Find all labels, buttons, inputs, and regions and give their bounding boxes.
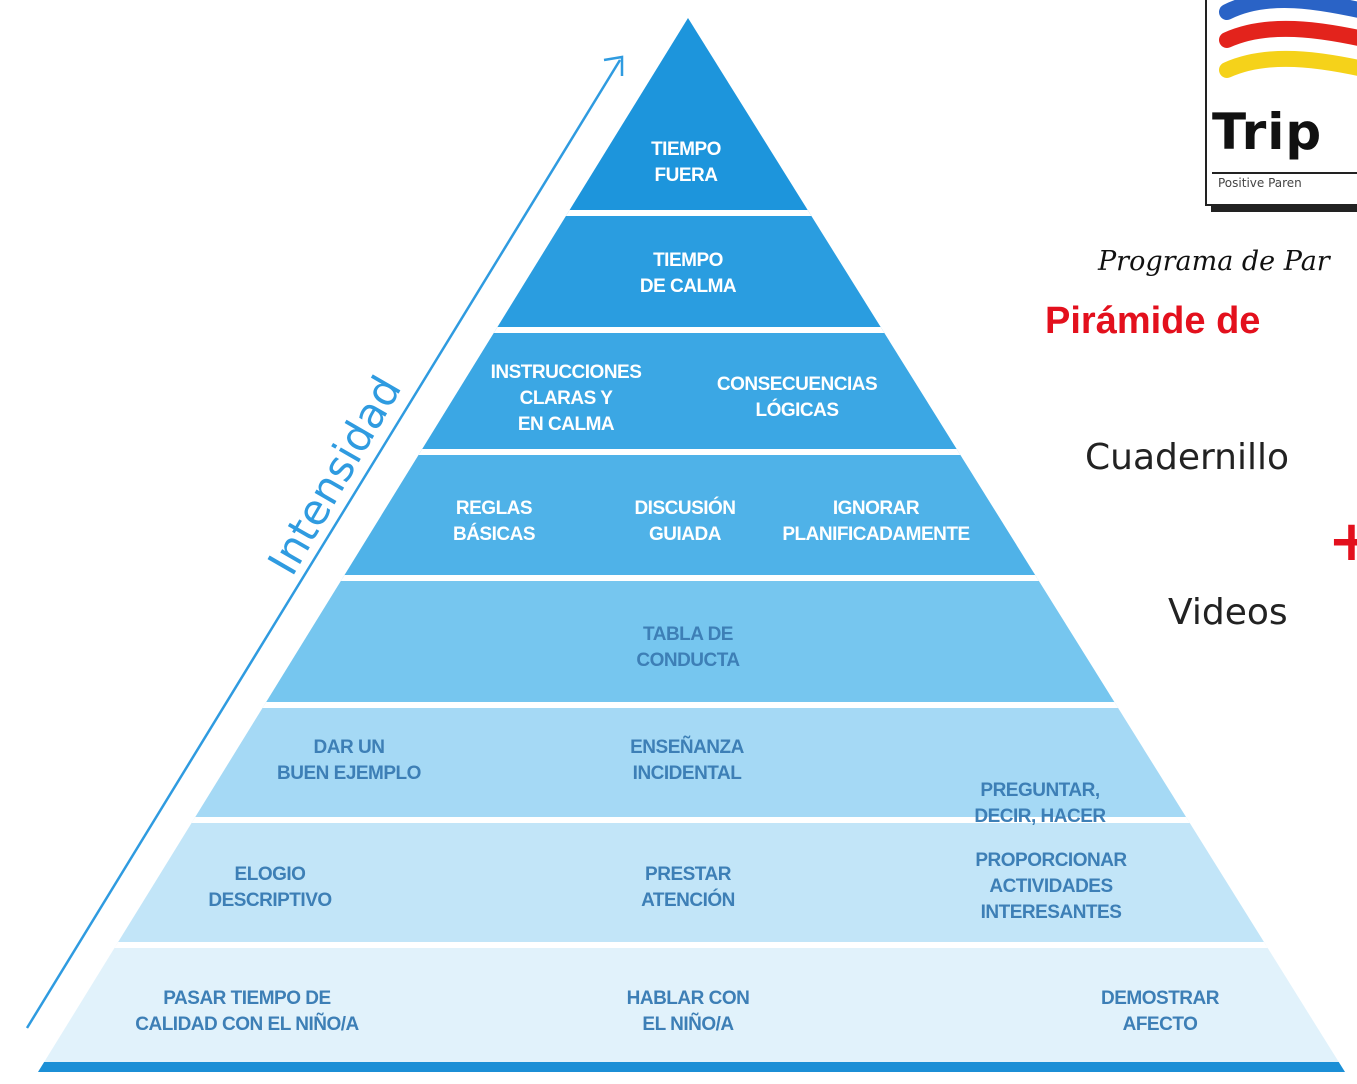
band-separator bbox=[38, 210, 1345, 216]
pyramid-label: TABLA DE CONDUCTA bbox=[636, 624, 740, 671]
pyramid-label-line: DEMOSTRAR bbox=[1101, 988, 1220, 1009]
pyramid-label-line: PASAR TIEMPO DE bbox=[163, 988, 330, 1009]
pyramid-label: PRESTAR ATENCIÓN bbox=[641, 864, 735, 911]
pyramid-label-line: INTERESANTES bbox=[981, 902, 1122, 923]
pyramid-band bbox=[38, 945, 1345, 1072]
pyramid-band bbox=[38, 820, 1345, 945]
pyramid-label: HABLAR CON EL NIÑO/A bbox=[627, 988, 750, 1035]
band-separator bbox=[38, 702, 1345, 708]
band-separator bbox=[38, 942, 1345, 948]
pyramid-label: PREGUNTAR, DECIR, HACER bbox=[974, 780, 1106, 827]
pyramid-label-line: ATENCIÓN bbox=[641, 889, 735, 911]
pyramid-label: ENSEÑANZA INCIDENTAL bbox=[630, 736, 745, 784]
pyramid-label: ELOGIO DESCRIPTIVO bbox=[208, 864, 331, 911]
pyramid-label-line: LÓGICAS bbox=[755, 399, 838, 421]
pyramid-label: INSTRUCCIONES CLARAS Y EN CALMA bbox=[491, 362, 642, 435]
band-separator bbox=[38, 575, 1345, 581]
pyramid-label-line: DESCRIPTIVO bbox=[208, 890, 331, 911]
pyramid-label: PROPORCIONAR ACTIVIDADES INTERESANTES bbox=[975, 850, 1127, 923]
pyramid-label-line: DISCUSIÓN bbox=[634, 497, 735, 519]
band-separator bbox=[38, 817, 1345, 823]
pyramid-label-line: DE CALMA bbox=[640, 276, 737, 297]
pyramid-label-line: GUIADA bbox=[649, 524, 722, 545]
pyramid-band bbox=[38, 330, 1345, 452]
pyramid-label-line: PROPORCIONAR bbox=[975, 850, 1127, 871]
pyramid-label-line: ELOGIO bbox=[235, 864, 306, 885]
pyramid-label: PASAR TIEMPO DE CALIDAD CON EL NIÑO/A bbox=[135, 988, 359, 1035]
pyramid-labels: TIEMPO FUERA TIEMPO DE CALMA INSTRUCCIONES CL… bbox=[135, 139, 1220, 1035]
program-name: Programa de Par bbox=[1098, 246, 1330, 277]
pyramid-label-line: BUEN EJEMPLO bbox=[277, 763, 421, 784]
pyramid-label: TIEMPO DE CALMA bbox=[640, 250, 737, 297]
band-separator bbox=[38, 449, 1345, 455]
pyramid-label: CONSECUENCIAS LÓGICAS bbox=[717, 374, 877, 421]
pyramid-label-line: HABLAR CON bbox=[627, 988, 750, 1009]
pyramid-label-line: TIEMPO bbox=[653, 250, 723, 271]
videos-text: Videos bbox=[1168, 592, 1288, 633]
pyramid-label-line: CALIDAD CON EL NIÑO/A bbox=[135, 1013, 359, 1035]
pyramid-band bbox=[38, 705, 1345, 820]
intensity-arrow-line bbox=[25, 59, 622, 1029]
pyramid-label-line: TABLA DE bbox=[643, 624, 733, 645]
pyramid-label-line: ENSEÑANZA bbox=[630, 736, 745, 758]
pyramid-label-line: BÁSICAS bbox=[453, 523, 535, 545]
pyramid-label-line: PLANIFICADAMENTE bbox=[782, 524, 969, 545]
page-title: Pirámide de bbox=[1045, 300, 1261, 342]
pyramid-label: REGLAS BÁSICAS bbox=[453, 498, 535, 545]
booklet-text: Cuadernillo bbox=[1085, 437, 1290, 478]
pyramid-label-line: FUERA bbox=[655, 165, 719, 186]
pyramid-label-line: IGNORAR bbox=[833, 498, 920, 519]
pyramid-label-line: PRESTAR bbox=[645, 864, 732, 885]
logo-wordmark: Trip bbox=[1212, 103, 1323, 161]
pyramid-label: IGNORAR PLANIFICADAMENTE bbox=[782, 498, 969, 545]
pyramid-label-line: REGLAS bbox=[456, 498, 532, 519]
pyramid-label-line: EL NIÑO/A bbox=[642, 1013, 734, 1035]
pyramid-label-line: INCIDENTAL bbox=[633, 763, 743, 784]
pyramid-label: DEMOSTRAR AFECTO bbox=[1101, 988, 1220, 1035]
band-separator bbox=[38, 327, 1345, 333]
pyramid-label-line: DAR UN bbox=[314, 737, 385, 758]
pyramid-label-line: AFECTO bbox=[1123, 1014, 1198, 1035]
intensity-arrow-head bbox=[603, 55, 624, 76]
pyramid-base bbox=[38, 1062, 1345, 1072]
pyramid-label: DISCUSIÓN GUIADA bbox=[634, 497, 735, 545]
logo-tagline: Positive Paren bbox=[1212, 172, 1357, 194]
pyramid-label-line: CLARAS Y bbox=[520, 388, 614, 409]
pyramid-label: DAR UN BUEN EJEMPLO bbox=[277, 737, 421, 784]
pyramid-label-line: CONSECUENCIAS bbox=[717, 374, 877, 395]
pyramid-label-line: CONDUCTA bbox=[636, 650, 740, 671]
pyramid-label-line: ACTIVIDADES bbox=[989, 876, 1112, 897]
pyramid-label-line: PREGUNTAR, bbox=[980, 780, 1099, 801]
pyramid-label-line: INSTRUCCIONES bbox=[491, 362, 642, 383]
pyramid-label-line: DECIR, HACER bbox=[974, 806, 1106, 827]
pyramid-label-line: EN CALMA bbox=[518, 414, 615, 435]
logo-stripes-icon bbox=[1219, 0, 1357, 78]
pyramid-label-line: TIEMPO bbox=[651, 139, 721, 160]
pyramid-label: TIEMPO FUERA bbox=[651, 139, 721, 186]
plus-sign: + bbox=[1328, 509, 1357, 574]
